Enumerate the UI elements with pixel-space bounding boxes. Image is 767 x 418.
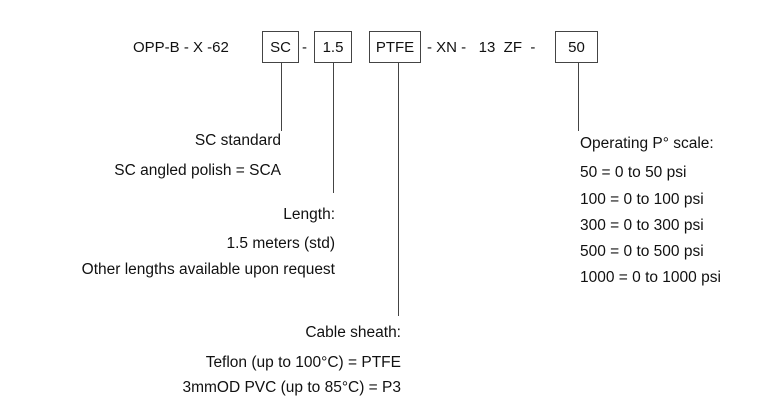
length-code-box: 1.5 bbox=[314, 31, 352, 63]
length-leader-line bbox=[333, 63, 334, 193]
scale-option: 300 = 0 to 300 psi bbox=[580, 217, 704, 234]
sheath-desc-title: Cable sheath: bbox=[305, 324, 401, 341]
sheath-leader-line bbox=[398, 63, 399, 316]
connector-code: SC bbox=[270, 38, 291, 56]
connector-desc-line1: SC standard bbox=[194, 132, 281, 149]
code-dash: - bbox=[302, 39, 307, 56]
code-prefix: OPP-B - X -62 bbox=[133, 39, 229, 56]
code-middle: - XN - 13 ZF - bbox=[427, 39, 536, 56]
scale-leader-line bbox=[578, 63, 579, 131]
sheath-code: PTFE bbox=[375, 38, 415, 56]
scale-option: 100 = 0 to 100 psi bbox=[580, 191, 704, 208]
scale-desc-title: Operating P° scale: bbox=[580, 135, 714, 152]
connector-code-box: SC bbox=[262, 31, 299, 63]
connector-leader-line bbox=[281, 63, 282, 131]
scale-code-box: 50 bbox=[555, 31, 598, 63]
scale-option: 1000 = 0 to 1000 psi bbox=[580, 269, 721, 286]
length-code: 1.5 bbox=[322, 38, 344, 56]
connector-desc-line2: SC angled polish = SCA bbox=[114, 162, 281, 179]
sheath-desc-line2: 3mmOD PVC (up to 85°C) = P3 bbox=[182, 379, 401, 396]
scale-option: 50 = 0 to 50 psi bbox=[580, 164, 687, 181]
scale-option: 500 = 0 to 500 psi bbox=[580, 243, 704, 260]
sheath-code-box: PTFE bbox=[369, 31, 421, 63]
length-desc-line1: 1.5 meters (std) bbox=[226, 235, 335, 252]
scale-code: 50 bbox=[568, 38, 585, 56]
length-desc-line2: Other lengths available upon request bbox=[81, 261, 335, 278]
sheath-desc-line1: Teflon (up to 100°C) = PTFE bbox=[205, 354, 401, 371]
length-desc-title: Length: bbox=[283, 206, 335, 223]
